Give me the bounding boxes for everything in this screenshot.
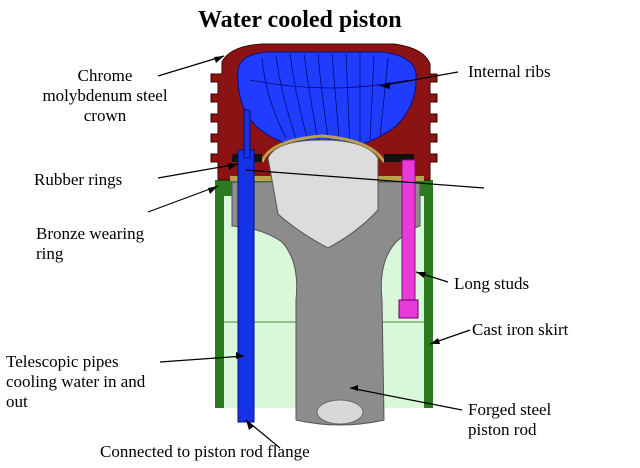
label-crown-line2: molybdenum steel [42, 86, 168, 105]
diagram-title: Water cooled piston [198, 7, 402, 33]
crown-seat [260, 134, 386, 163]
leader-lines [147, 55, 485, 449]
label-rubber-rings: Rubber rings [34, 170, 123, 189]
label-crown: Chrome molybdenum steel crown [20, 66, 190, 126]
label-cast-iron-skirt: Cast iron skirt [472, 320, 569, 339]
label-connected-flange: Connected to piston rod flange [100, 442, 310, 461]
label-crown-line3: crown [83, 106, 127, 125]
cooling-water-space [237, 51, 417, 151]
label-internal-ribs: Internal ribs [468, 62, 551, 81]
rubber-ring-right [384, 154, 414, 162]
long-stud [401, 159, 416, 318]
label-tele-line1: Telescopic pipes [6, 352, 119, 371]
label-forged-line2: piston rod [468, 420, 537, 439]
label-long-studs: Long studs [454, 274, 530, 293]
label-forged-line1: Forged steel [468, 400, 552, 419]
stud-nut [398, 299, 419, 319]
label-tele-line2: cooling water in and [6, 372, 146, 391]
piston-rod-end [316, 399, 364, 425]
label-crown-line1: Chrome [77, 66, 133, 85]
arrow-heads [208, 56, 440, 430]
label-bronze-line1: Bronze wearing [36, 224, 145, 243]
telescopic-pipe [237, 149, 255, 423]
label-telescopic-pipes: Telescopic pipes cooling water in and ou… [6, 352, 145, 412]
telescopic-pipe-inner [243, 109, 251, 159]
pin-boss [267, 139, 379, 249]
label-bronze-line2: ring [36, 244, 64, 263]
label-forged-steel-rod: Forged steel piston rod [468, 400, 551, 440]
label-tele-line3: out [6, 392, 28, 411]
label-bronze-ring: Bronze wearing ring [36, 224, 144, 264]
